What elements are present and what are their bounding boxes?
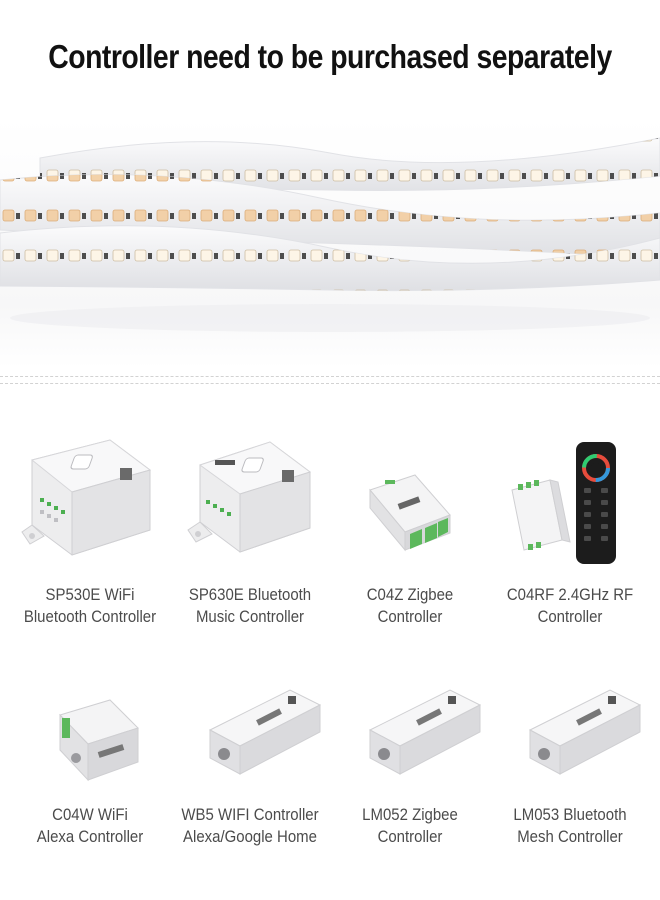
product-name: LM052 Zigbee bbox=[362, 805, 458, 824]
product-type: Mesh Controller bbox=[517, 827, 623, 846]
product-caption: C04W WiFi Alexa Controller bbox=[11, 804, 169, 848]
controller-grid: SP530E WiFi Bluetooth Controller SP630E … bbox=[10, 420, 650, 846]
product-type: Bluetooth Controller bbox=[23, 607, 157, 626]
c04rf-device-image bbox=[511, 442, 616, 564]
c04w-device-image bbox=[59, 699, 139, 782]
product-type: Controller bbox=[377, 827, 443, 846]
product-caption: C04RF 2.4GHz RF Controller bbox=[491, 584, 649, 628]
page-headline: Controller need to be purchased separate… bbox=[48, 38, 612, 75]
product-caption: LM052 Zigbee Controller bbox=[331, 804, 489, 848]
product-type: Music Controller bbox=[195, 607, 305, 626]
sp630e-device-image bbox=[187, 441, 312, 553]
product-sp630e: SP630E Bluetooth Music Controller bbox=[170, 420, 330, 630]
c04z-device-image bbox=[369, 474, 451, 552]
product-type: Alexa/Google Home bbox=[183, 827, 317, 846]
product-lm053: LM053 Bluetooth Mesh Controller bbox=[490, 640, 650, 850]
section-divider bbox=[0, 376, 660, 384]
product-name: SP530E WiFi bbox=[45, 585, 135, 604]
product-name: SP630E Bluetooth bbox=[188, 585, 312, 604]
product-caption: C04Z Zigbee Controller bbox=[331, 584, 489, 628]
sp530e-device-image bbox=[21, 439, 152, 556]
lm053-device-image bbox=[528, 689, 642, 775]
product-type: Alexa Controller bbox=[36, 827, 144, 846]
led-strip-illustration bbox=[0, 137, 660, 332]
wb5-device-image bbox=[208, 689, 322, 775]
product-type: Controller bbox=[377, 607, 443, 626]
product-c04rf: C04RF 2.4GHz RF Controller bbox=[490, 420, 650, 630]
product-name: LM053 Bluetooth bbox=[513, 805, 627, 824]
product-lm052: LM052 Zigbee Controller bbox=[330, 640, 490, 850]
product-wb5: WB5 WIFI Controller Alexa/Google Home bbox=[170, 640, 330, 850]
product-c04z: C04Z Zigbee Controller bbox=[330, 420, 490, 630]
product-name: C04W WiFi bbox=[52, 805, 128, 824]
product-caption: SP630E Bluetooth Music Controller bbox=[171, 584, 329, 628]
lm052-device-image bbox=[368, 689, 482, 775]
led-strip-front bbox=[0, 225, 660, 292]
product-caption: SP530E WiFi Bluetooth Controller bbox=[11, 584, 169, 628]
product-caption: LM053 Bluetooth Mesh Controller bbox=[491, 804, 649, 848]
product-name: C04RF 2.4GHz RF bbox=[506, 585, 634, 604]
product-caption: WB5 WIFI Controller Alexa/Google Home bbox=[171, 804, 329, 848]
product-name: C04Z Zigbee bbox=[366, 585, 454, 604]
remote-control bbox=[576, 442, 616, 564]
product-sp530e: SP530E WiFi Bluetooth Controller bbox=[10, 420, 170, 630]
product-type: Controller bbox=[537, 607, 603, 626]
led-strip-image bbox=[0, 118, 660, 368]
product-c04w: C04W WiFi Alexa Controller bbox=[10, 640, 170, 850]
product-name: WB5 WIFI Controller bbox=[181, 805, 319, 824]
